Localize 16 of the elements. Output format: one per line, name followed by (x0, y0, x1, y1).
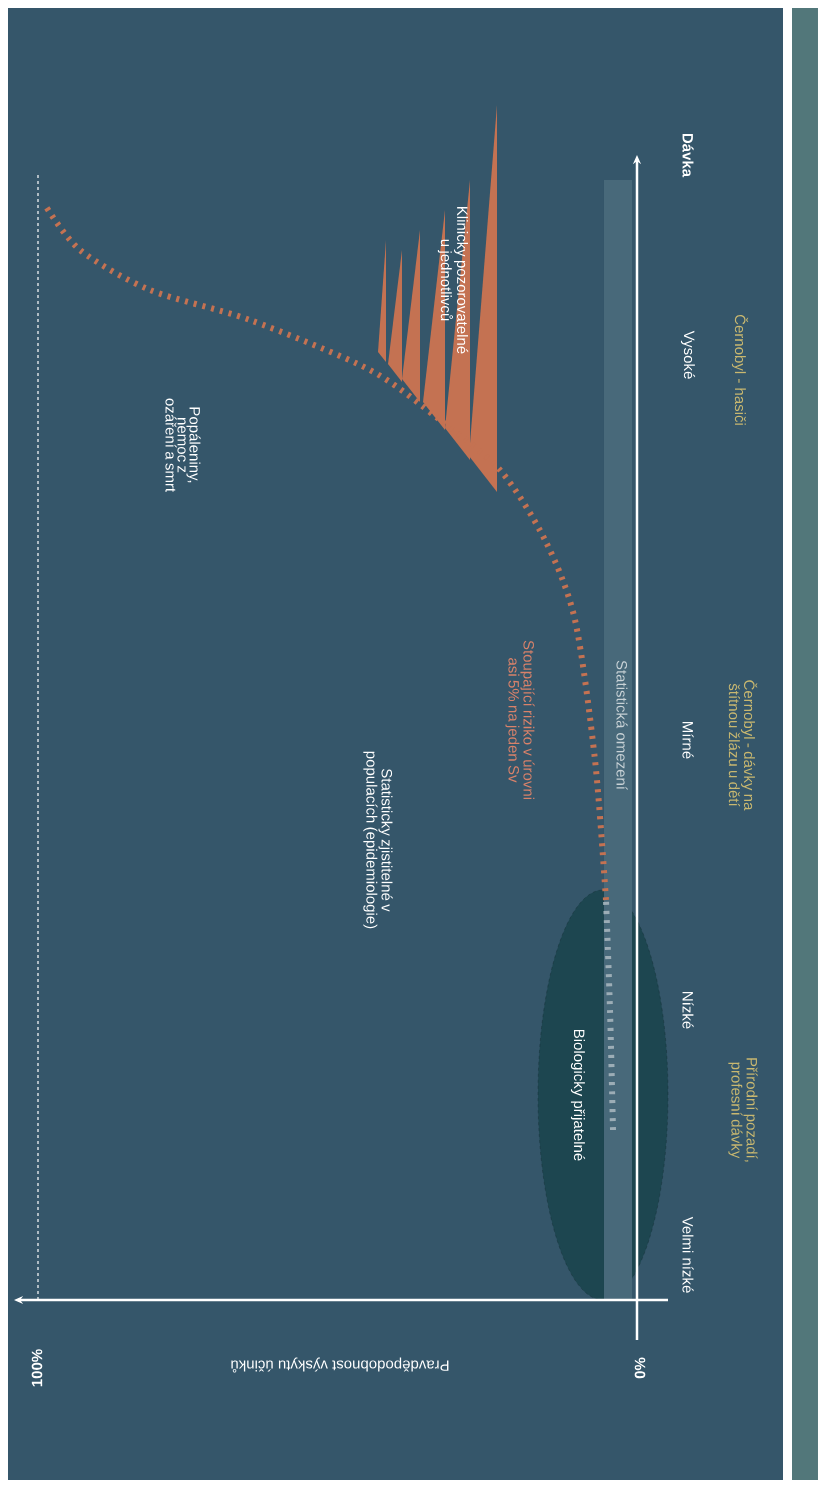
axis-tick-label: 0% (634, 1357, 646, 1379)
axis-tick-label: 100% (31, 1349, 43, 1387)
annotation: Stoupající riziko v úrovni asi 5% na jeden Sv (505, 640, 535, 799)
example-label: Černobyl - dávky na štítnou žlázu u dětí (728, 680, 758, 811)
example-label: Černobyl - hasiči (731, 314, 749, 425)
annotation: Statisticky zjistitelné v populacích (epidemiologie) (363, 751, 393, 929)
annotation: Popáleniny, nemoc z ozáření a smrt (165, 398, 201, 492)
example-label: Přírodní pozadí, profesní dávky (728, 1058, 758, 1162)
tick-label: Vysoké (680, 330, 696, 379)
axis-label: Dávka (682, 133, 694, 178)
tick-label: Velmi nízké (682, 1216, 694, 1293)
tick-label: Nízké (682, 992, 694, 1029)
axis-label: Pravděpodobnost výskytu účinků (231, 1357, 449, 1373)
annotation: Klinicky pozorovatelné u jednotlivců (437, 207, 469, 354)
annotation: Statistická omezení (616, 660, 628, 790)
tick-label: Mírné (682, 722, 694, 759)
